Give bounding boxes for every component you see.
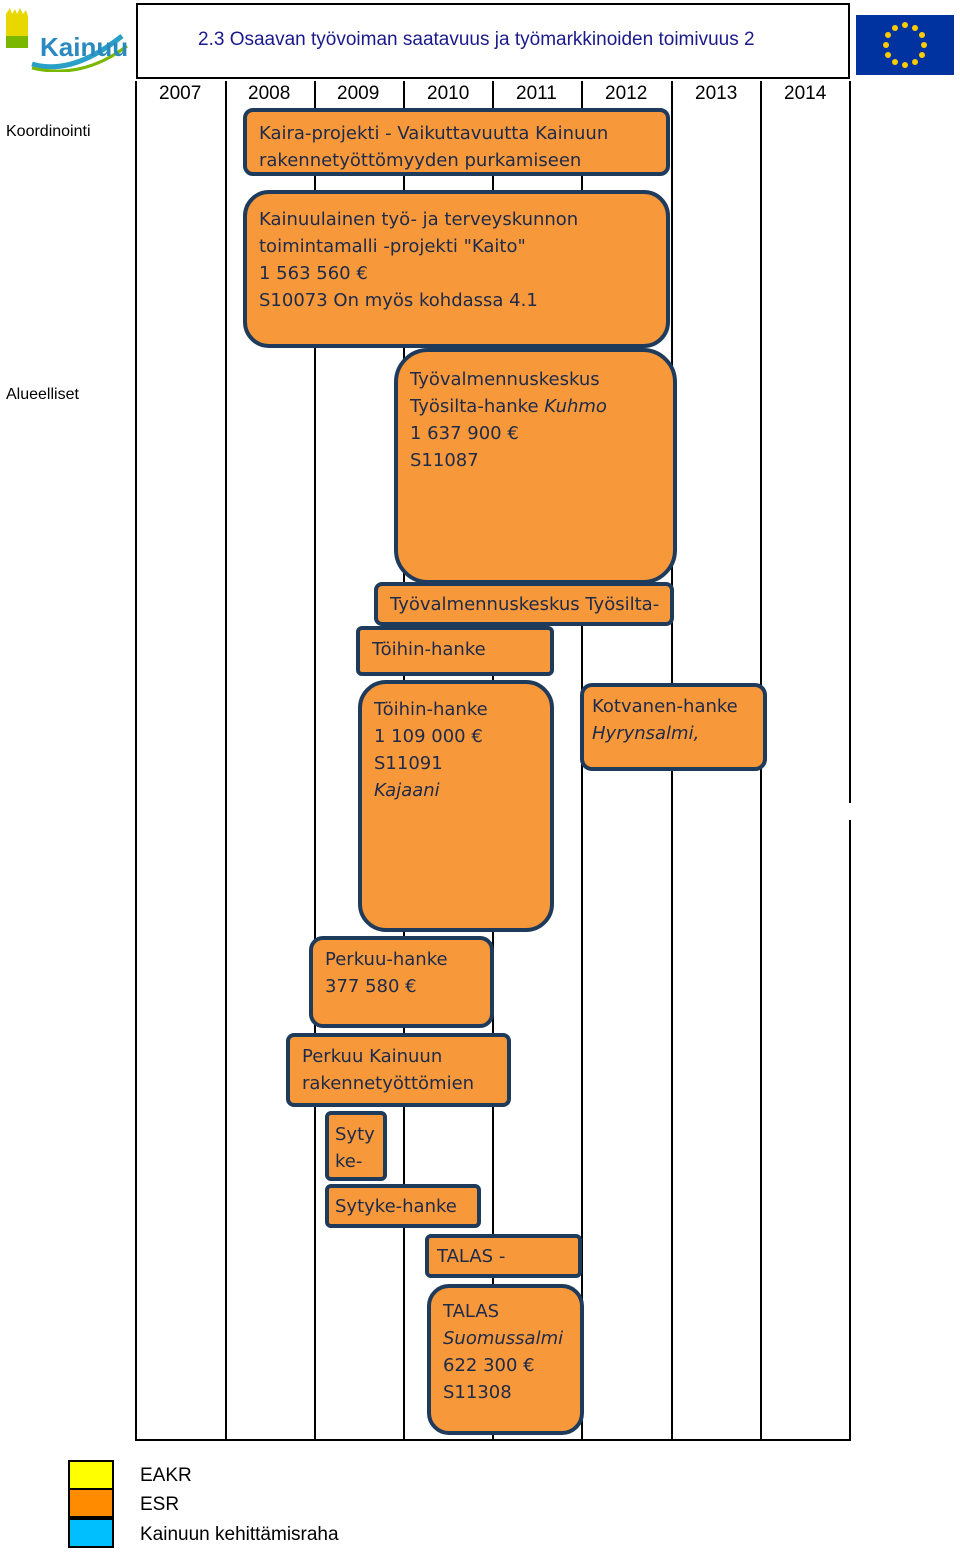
grid-line bbox=[849, 820, 851, 1441]
project-line: Suomussalmi bbox=[443, 1328, 564, 1349]
row-label-coordination: Koordinointi bbox=[6, 123, 91, 140]
project-line: Kaira-projekti - Vaikuttavuutta Kainuun bbox=[259, 123, 609, 144]
project-line: toimintamalli -projekti "Kaito" bbox=[259, 236, 526, 257]
project-kaira: Kaira-projekti - Vaikuttavuutta Kainuun … bbox=[243, 108, 670, 176]
project-line: Syty bbox=[335, 1124, 375, 1145]
project-line: TALAS - bbox=[437, 1246, 506, 1267]
project-line: S11087 bbox=[410, 450, 479, 471]
project-line: Työvalmennuskeskus Työsilta- bbox=[390, 594, 660, 615]
year-label: 2011 bbox=[516, 83, 557, 104]
project-sytyke: Sytyke-hanke bbox=[325, 1184, 481, 1228]
year-label: 2014 bbox=[784, 83, 827, 104]
legend-swatch-kehittamisraha bbox=[68, 1518, 114, 1548]
project-line: Työsilta-hanke Kuhmo bbox=[410, 396, 607, 417]
year-label: 2013 bbox=[695, 83, 738, 104]
year-label: 2010 bbox=[427, 83, 470, 104]
project-kotvanen: Kotvanen-hanke Hyrynsalmi, bbox=[580, 683, 767, 771]
kainuu-logo: Kainuu bbox=[2, 6, 132, 73]
project-line: S10073 On myös kohdassa 4.1 bbox=[259, 290, 538, 311]
year-label: 2012 bbox=[605, 83, 648, 104]
project-line: Sytyke-hanke bbox=[335, 1196, 457, 1217]
project-line: S11091 bbox=[374, 753, 443, 774]
project-talas-suomussalmi: TALAS Suomussalmi 622 300 € S11308 bbox=[427, 1284, 584, 1435]
eu-flag-icon bbox=[856, 15, 954, 75]
legend-swatch-eakr bbox=[68, 1460, 114, 1490]
grid-line bbox=[225, 81, 227, 1441]
project-line: Töihin-hanke bbox=[374, 699, 488, 720]
project-line: Hyrynsalmi, bbox=[592, 723, 700, 744]
title-frame bbox=[136, 3, 850, 79]
project-line: Perkuu-hanke bbox=[325, 949, 448, 970]
grid-line bbox=[135, 81, 137, 1441]
grid-bottom-line bbox=[135, 1439, 851, 1441]
project-perkuu-kainuun: Perkuu Kainuun rakennetyöttömien bbox=[286, 1033, 511, 1107]
row-label-regional: Alueelliset bbox=[6, 386, 79, 403]
project-line: Työvalmennuskeskus bbox=[410, 369, 600, 390]
project-perkuu: Perkuu-hanke 377 580 € bbox=[309, 936, 494, 1028]
year-label: 2007 bbox=[159, 83, 202, 104]
grid-line bbox=[314, 81, 316, 1441]
grid-line bbox=[849, 81, 851, 803]
project-line: Kotvanen-hanke bbox=[592, 696, 738, 717]
year-label: 2008 bbox=[248, 83, 291, 104]
svg-text:Kainuu: Kainuu bbox=[40, 32, 128, 62]
project-talas-short: TALAS - bbox=[425, 1234, 582, 1278]
legend-label-kehittamisraha: Kainuun kehittämisraha bbox=[140, 1524, 339, 1545]
project-kaito: Kainuulainen työ- ja terveyskunnon toimi… bbox=[243, 190, 670, 348]
project-line: 1 109 000 € bbox=[374, 726, 483, 747]
project-line: 377 580 € bbox=[325, 976, 417, 997]
project-line: TALAS bbox=[443, 1301, 500, 1322]
project-line: 1 563 560 € bbox=[259, 263, 368, 284]
project-line: rakennetyöttömien bbox=[302, 1073, 475, 1094]
project-tyosilta-continued: Työvalmennuskeskus Työsilta- bbox=[374, 582, 674, 626]
project-line: 1 637 900 € bbox=[410, 423, 519, 444]
legend-label-esr: ESR bbox=[140, 1494, 180, 1515]
project-line: Kajaani bbox=[374, 780, 440, 801]
project-line: 622 300 € bbox=[443, 1355, 535, 1376]
project-line: Töihin-hanke bbox=[372, 639, 486, 660]
page-title: 2.3 Osaavan työvoiman saatavuus ja työma… bbox=[198, 29, 755, 50]
legend-label-eakr: EAKR bbox=[140, 1465, 192, 1486]
project-line: Kainuulainen työ- ja terveyskunnon bbox=[259, 209, 579, 230]
project-toihin-short: Töihin-hanke bbox=[356, 626, 554, 676]
project-tyosilta-kuhmo: Työvalmennuskeskus Työsilta-hanke Kuhmo … bbox=[394, 348, 677, 584]
year-label: 2009 bbox=[337, 83, 380, 104]
project-toihin-kajaani: Töihin-hanke 1 109 000 € S11091 Kajaani bbox=[358, 680, 554, 932]
project-line: rakennetyöttömyyden purkamiseen bbox=[259, 150, 582, 171]
project-sytyke-short: Syty ke- bbox=[325, 1111, 387, 1181]
project-line: S11308 bbox=[443, 1382, 512, 1403]
project-line: ke- bbox=[335, 1151, 363, 1172]
legend-swatch-esr bbox=[68, 1488, 114, 1518]
project-line: Perkuu Kainuun bbox=[302, 1046, 443, 1067]
